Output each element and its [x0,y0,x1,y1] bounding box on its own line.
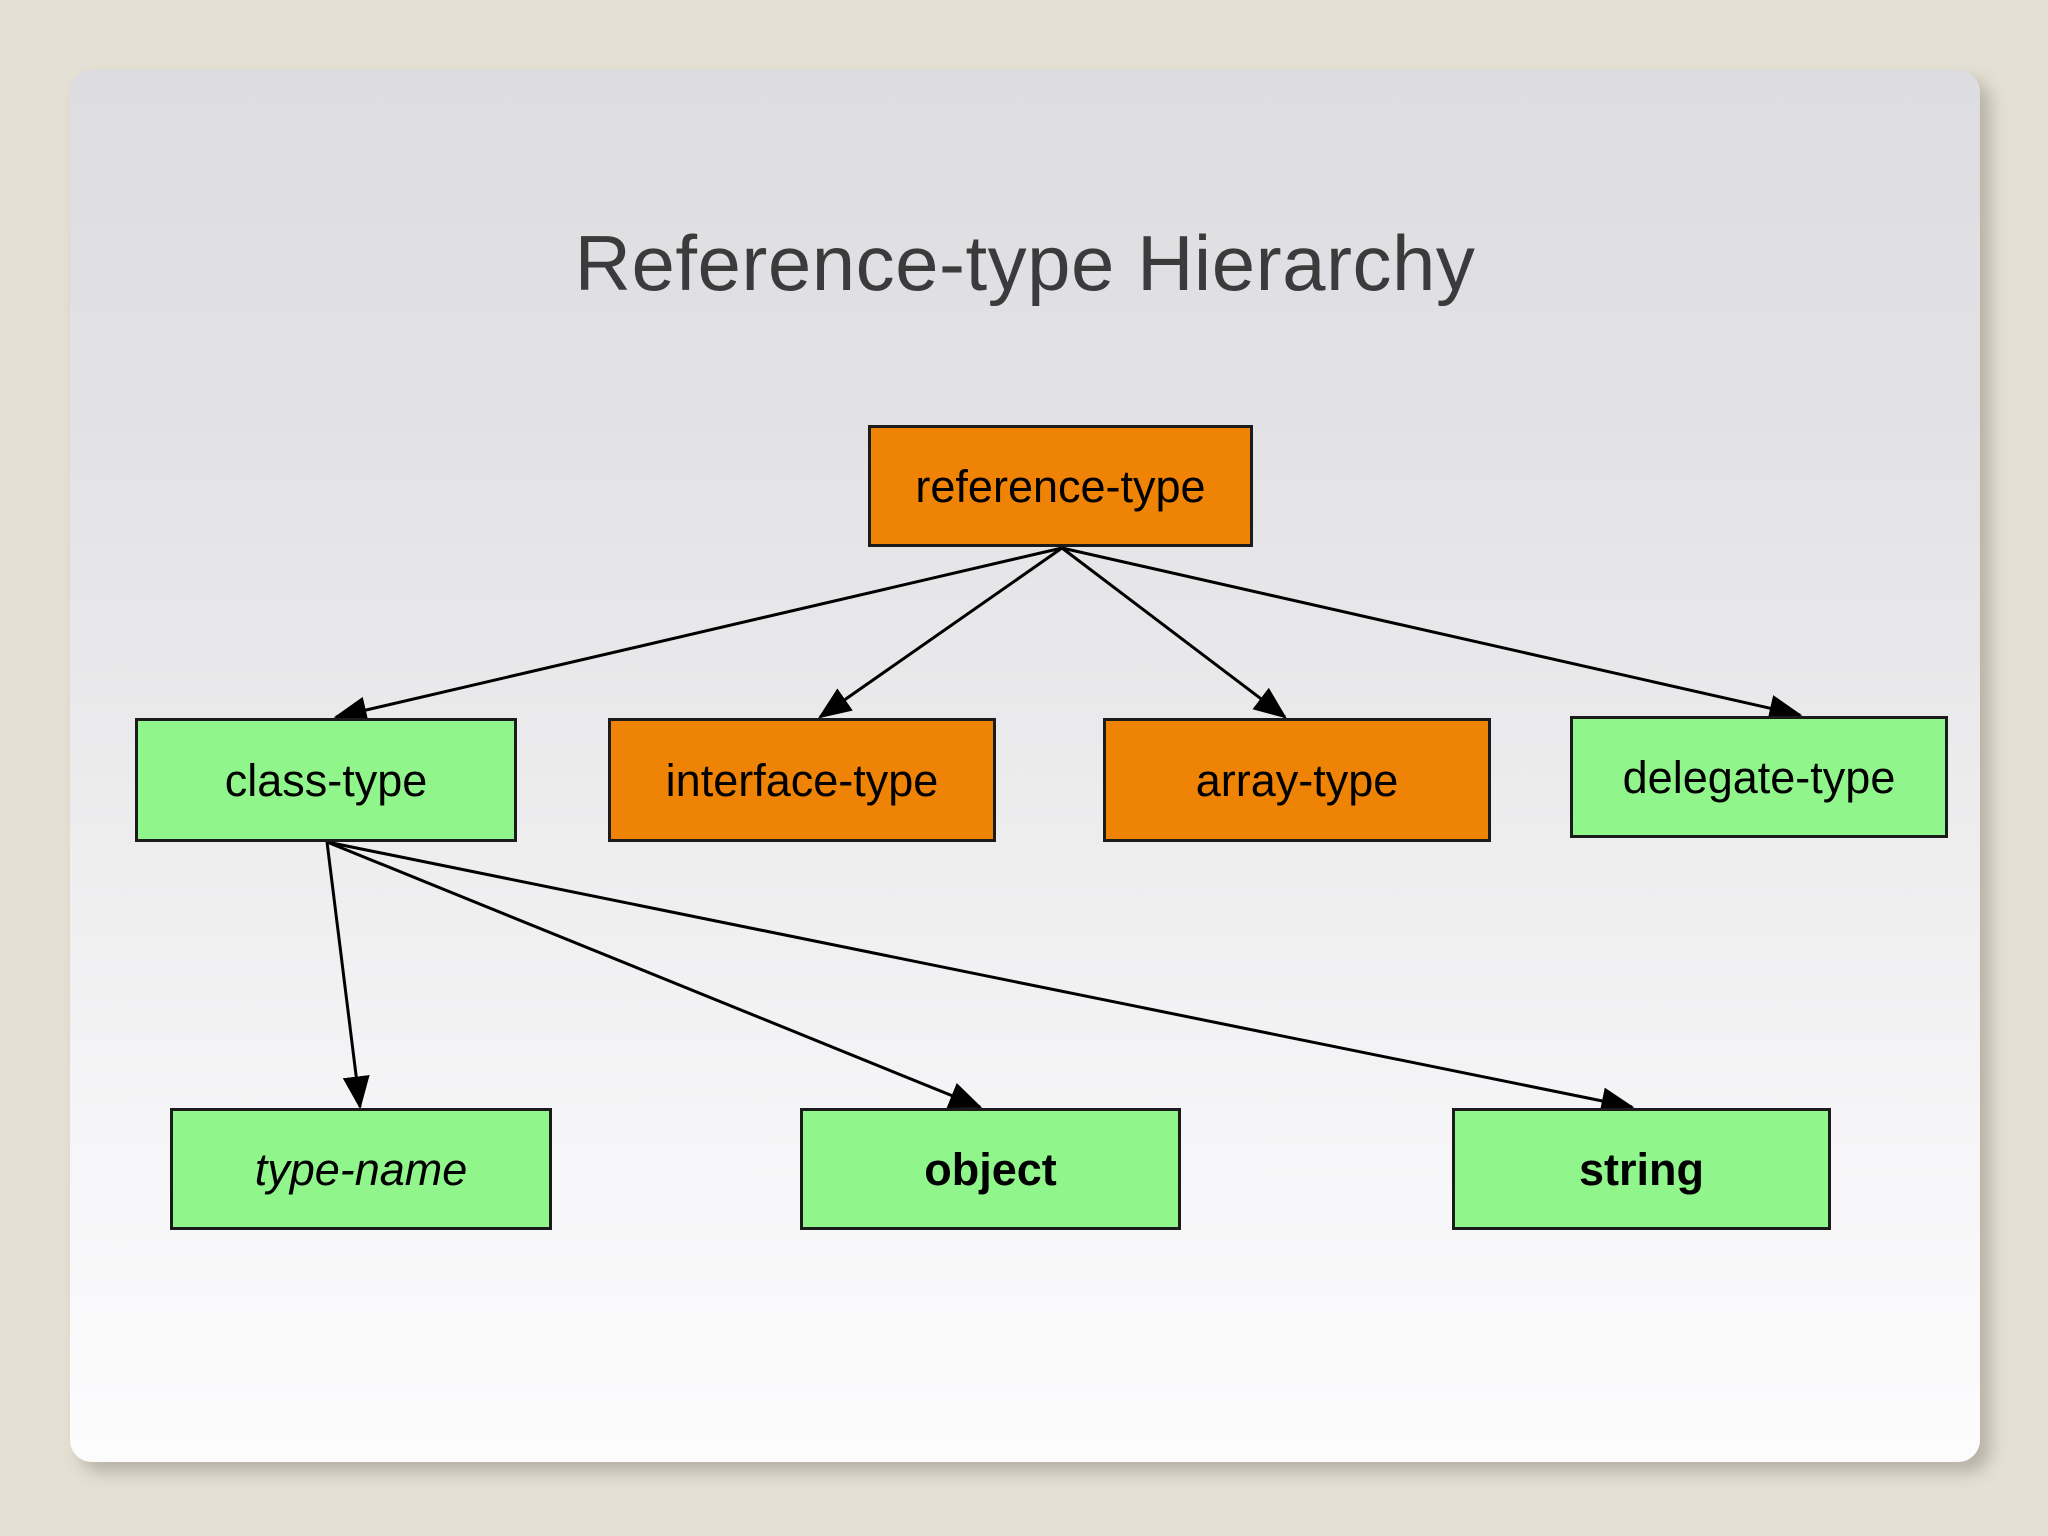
node-reference-type[interactable]: reference-type [868,425,1253,547]
node-label: string [1578,1143,1704,1195]
node-label: reference-type [915,460,1206,512]
node-label: delegate-type [1622,751,1896,803]
node-label: class-type [224,754,428,806]
edge-layer [325,546,1803,1115]
edge-reference-type-to-delegate-type [1061,546,1803,722]
edge-class-type-to-object [326,840,983,1109]
node-array-type[interactable]: array-type [1103,718,1491,842]
slide-card: Reference-type Hierarchy reference-type c… [70,70,1980,1462]
node-type-name[interactable]: type-name [170,1108,552,1230]
node-class-type[interactable]: class-type [135,718,517,842]
edge-reference-type-to-interface-type [818,546,1063,719]
edge-class-type-to-type-name [325,841,370,1110]
node-string[interactable]: string [1452,1108,1831,1230]
node-label: array-type [1195,754,1399,806]
hierarchy-edges [325,546,1803,1115]
node-delegate-type[interactable]: delegate-type [1570,716,1948,838]
node-object[interactable]: object [800,1108,1181,1230]
page-title: Reference-type Hierarchy [574,219,1476,307]
node-label: type-name [254,1143,468,1195]
edge-reference-type-to-array-type [1061,546,1287,719]
edge-class-type-to-string [326,840,1635,1115]
edge-reference-type-to-class-type [333,546,1063,724]
node-label: object [924,1143,1057,1195]
node-interface-type[interactable]: interface-type [608,718,996,842]
node-label: interface-type [665,754,939,806]
